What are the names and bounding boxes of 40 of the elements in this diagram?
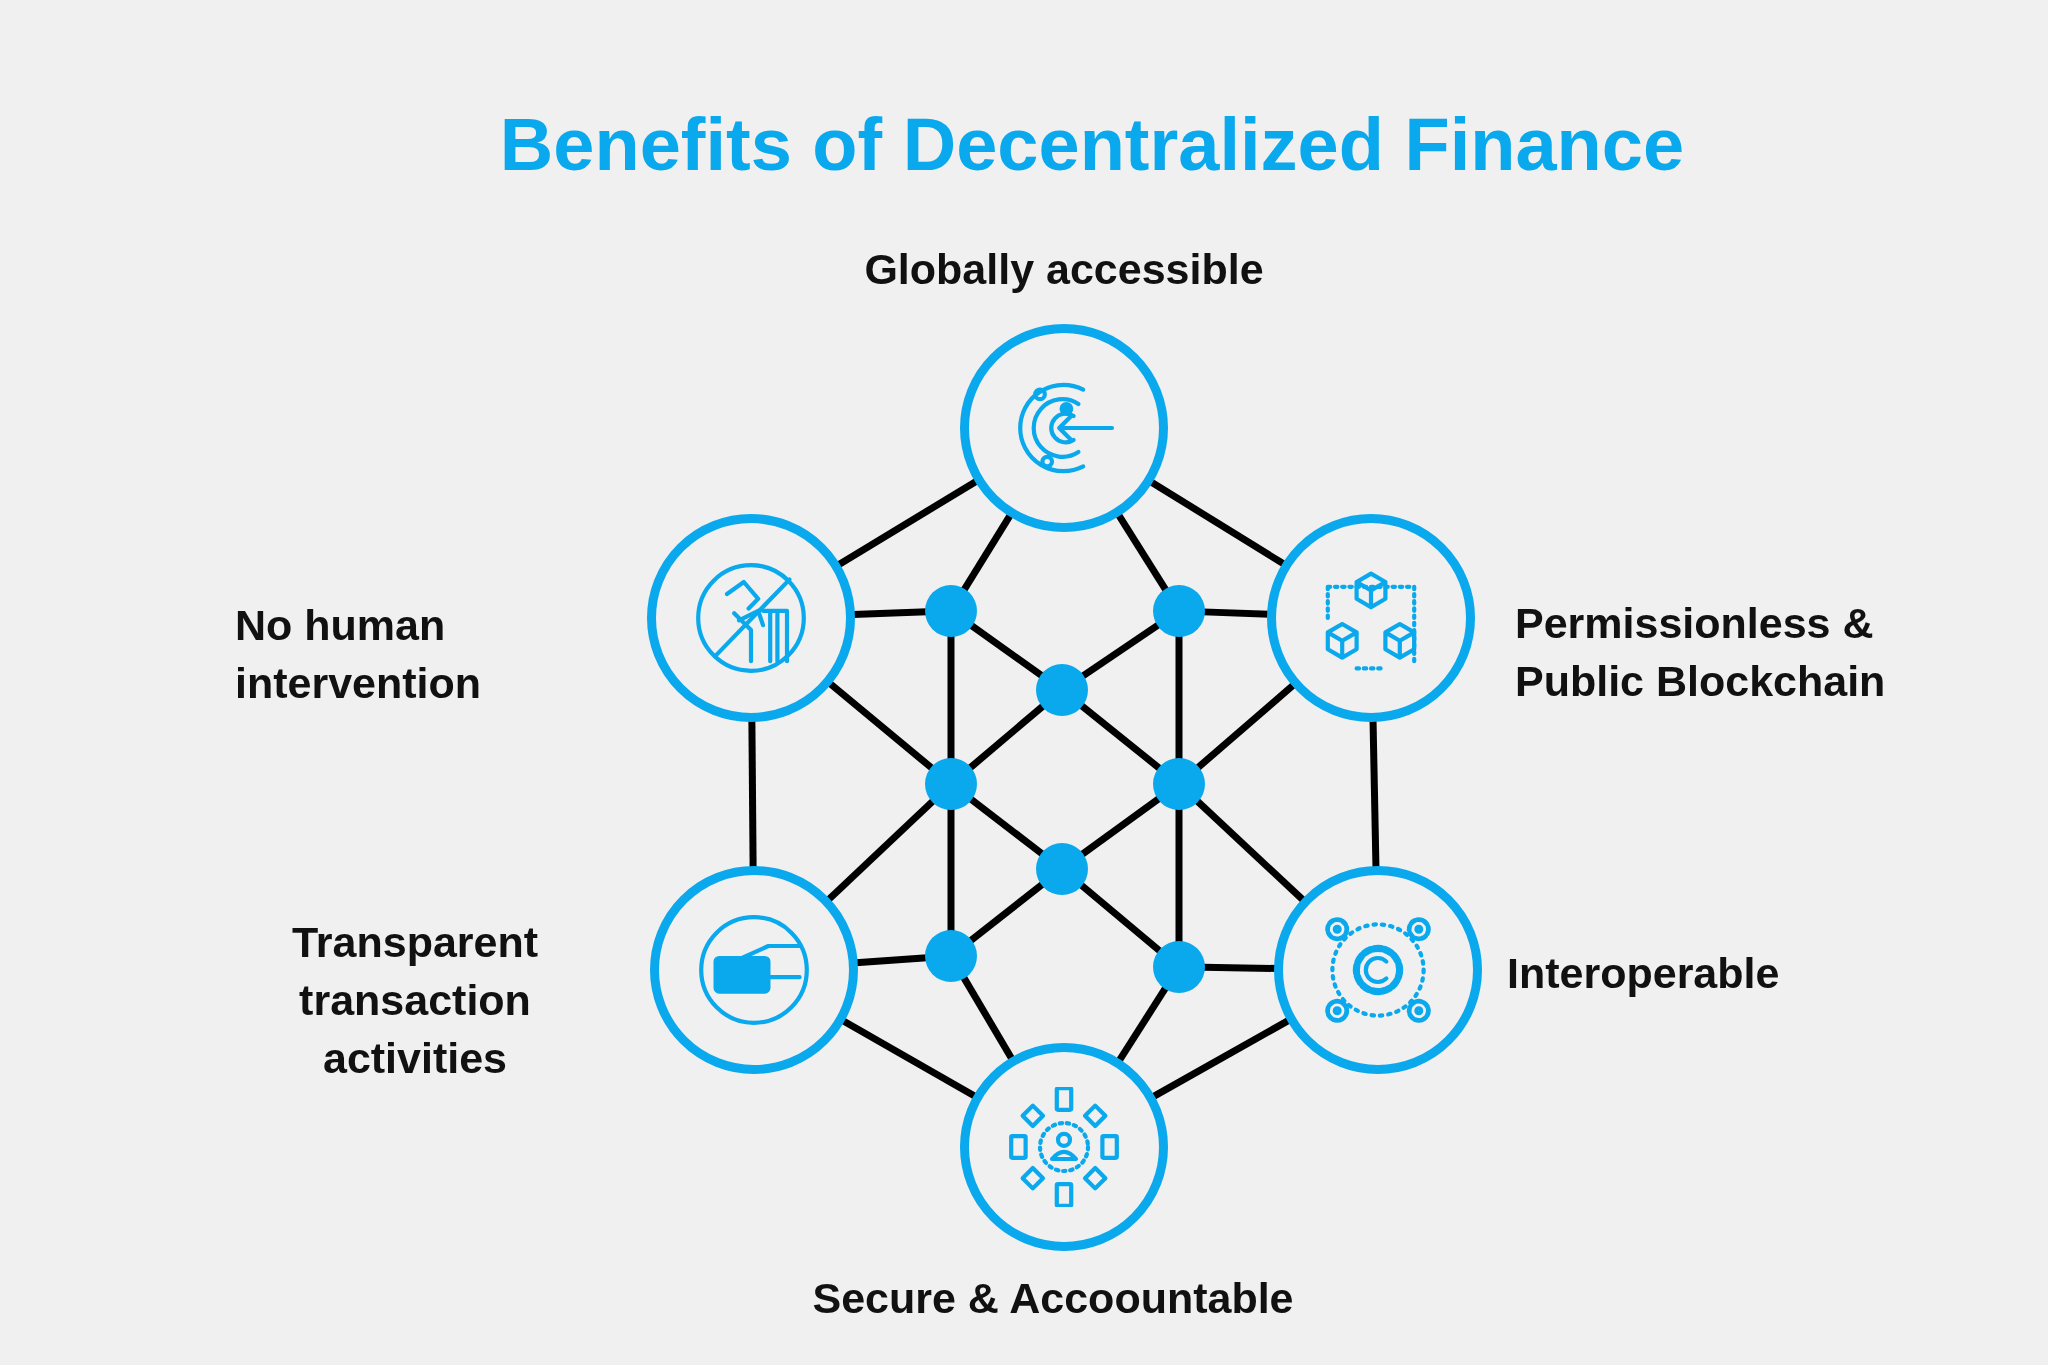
network-dot [1036,664,1088,716]
connector-line [1115,985,1170,1063]
network-dot [1153,758,1205,810]
connector-line [1079,621,1162,680]
connector-line [1369,719,1380,869]
connector-line [967,881,1046,944]
connector-line [1151,1017,1291,1100]
connector-line [947,635,955,760]
connector-line [1078,881,1163,955]
connector-line [748,719,757,869]
connector-line [968,622,1045,679]
title: Benefits of Decentralized Finance [498,102,1686,187]
connector-line [1194,797,1306,903]
connector-line [947,808,955,932]
benefit-label: Permissionless & Public Blockchain [1515,598,1887,707]
connector-line [1175,808,1183,943]
network-dot [1153,941,1205,993]
connector-line [840,1017,978,1100]
connector-line [967,702,1046,772]
connector-line [1175,635,1183,760]
network-dot [1153,585,1205,637]
connector-line [1115,512,1170,593]
connector-line [967,795,1046,858]
connector-line [827,680,935,772]
connector-line [1148,478,1287,568]
network-dot [925,758,977,810]
network-dot [1036,843,1088,895]
benefit-label: Globally accessible [863,244,1265,295]
connector-line [1078,702,1163,772]
network-dot [925,930,977,982]
benefit-label: No human intervention [235,600,483,709]
connector-line [1079,795,1162,858]
connector-line [836,477,979,569]
connector-line [960,974,1016,1061]
connector-line [960,512,1014,593]
connector-line [825,797,936,903]
benefit-label: Interoperable [1507,948,1781,999]
network-dot [925,585,977,637]
benefit-label: Secure & Accoountable [811,1273,1295,1324]
benefit-label: Transparent transaction activities [290,917,540,1084]
